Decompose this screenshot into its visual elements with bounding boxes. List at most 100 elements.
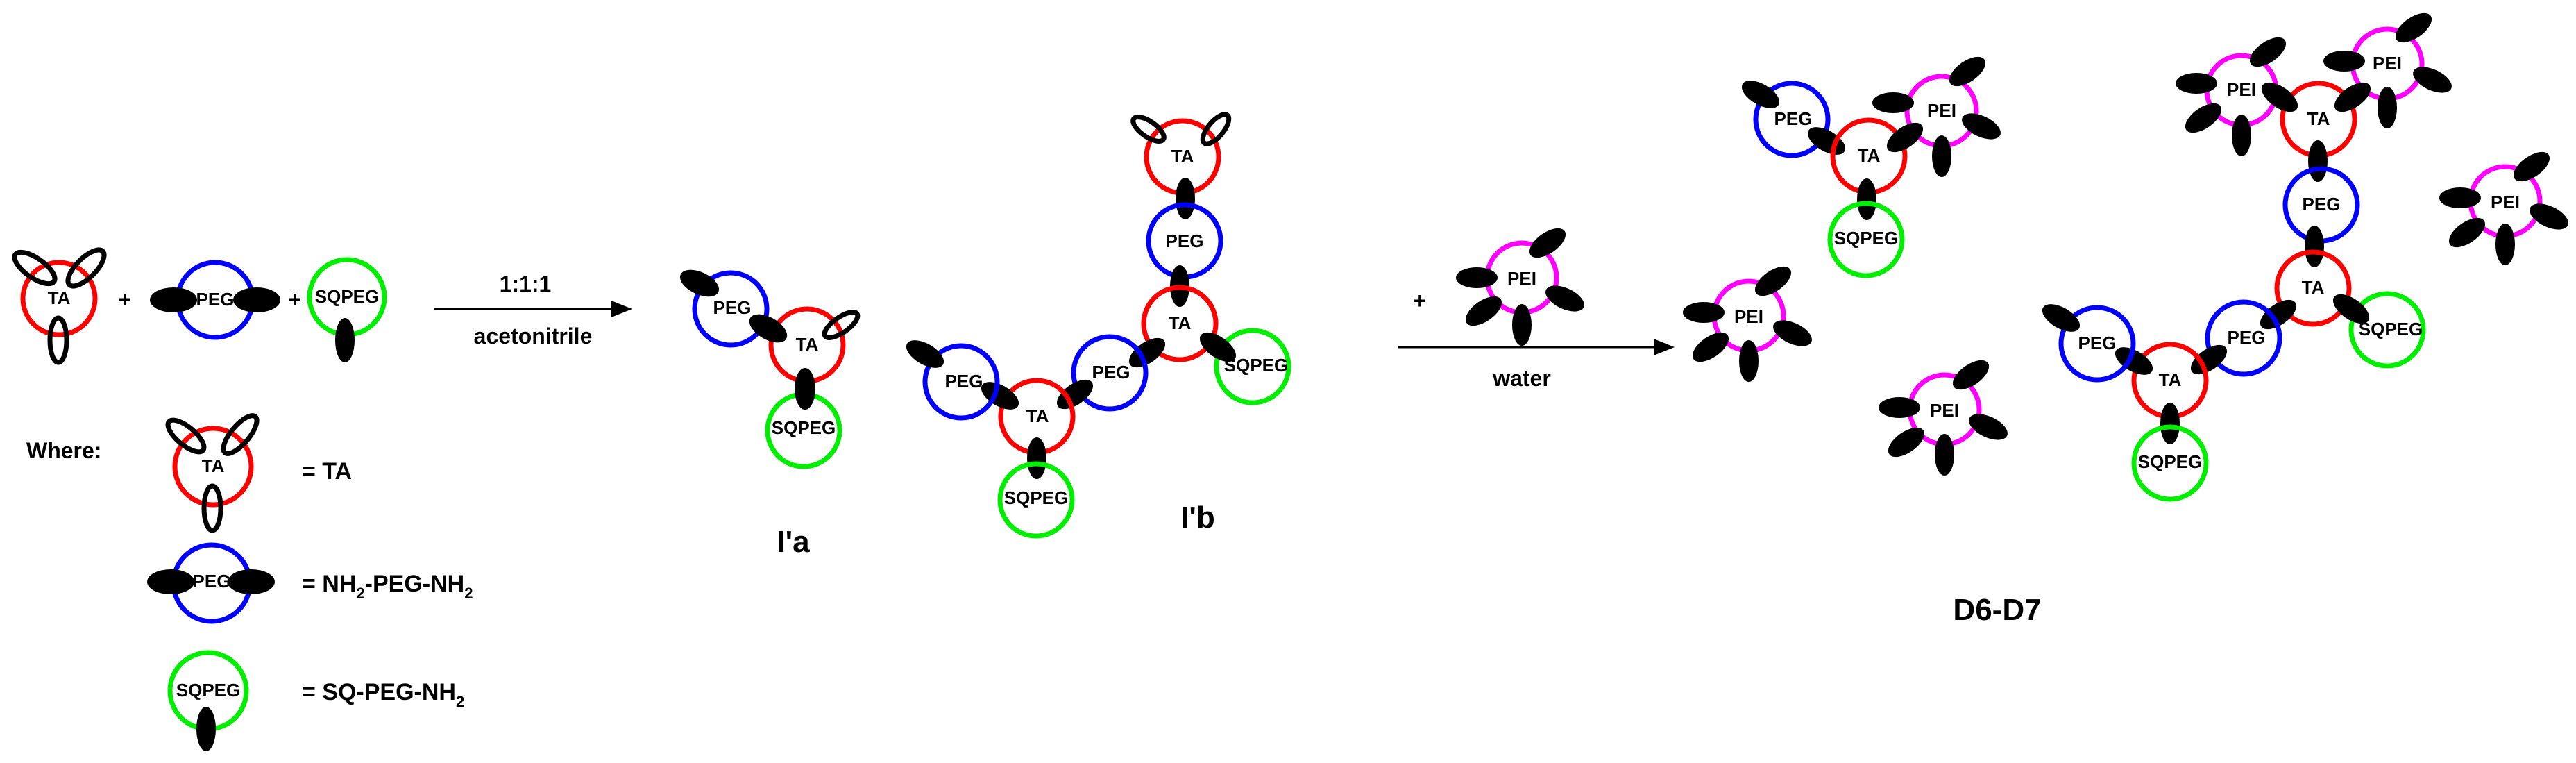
legend-sqpeg-definition: = SQ-PEG-NH2 [302, 679, 464, 710]
nh2-nub-icon [1888, 427, 1925, 458]
open-nub-icon [12, 249, 58, 287]
pei-label: PEI [1507, 268, 1536, 289]
sqpeg-label: SQPEG [1004, 487, 1068, 508]
nh2-nub-icon [1683, 302, 1725, 323]
ta-ring-icon [172, 426, 254, 508]
peg-label: PEG [1092, 362, 1130, 383]
peg-label: PEG [713, 297, 752, 318]
sqpeg-ring-icon [997, 461, 1075, 539]
nh2-nub-icon [1872, 92, 1914, 113]
nh2-nub-icon [1692, 332, 1729, 362]
open-nub-icon [1130, 115, 1167, 144]
nh2-nub-icon [228, 569, 275, 594]
peg-label: PEG [193, 571, 231, 592]
reagent-pei: PEI [1456, 228, 1584, 346]
nh2-nub-icon [150, 287, 197, 312]
link-nub-icon [2332, 294, 2370, 324]
open-nub-icon [1200, 112, 1232, 146]
open-nub-icon [165, 417, 207, 455]
nh2-nub-icon [906, 340, 944, 368]
nh2-nub-icon [2249, 37, 2287, 67]
pei-label: PEI [2373, 53, 2402, 74]
link-nub-icon [795, 368, 815, 410]
link-nub-icon [2190, 344, 2228, 375]
link-nub-icon [2308, 140, 2328, 182]
legend-ta-definition: = TA [302, 458, 352, 485]
link-nub-icon [1176, 178, 1195, 219]
ta-label: TA [796, 334, 819, 355]
nh2-nub-icon [2448, 217, 2486, 248]
peg-ring-icon [1071, 334, 1149, 412]
pei-label: PEI [1930, 400, 1959, 421]
peg-label: PEG [2303, 194, 2341, 215]
nh2-nub-icon [1969, 414, 2008, 440]
pei-label: PEI [2491, 192, 2520, 212]
link-nub-icon [1027, 437, 1046, 479]
nh2-nub-icon [2496, 224, 2515, 265]
ta-ring-icon [1141, 285, 1219, 362]
nh2-nub-icon [1949, 56, 1986, 87]
free-pei: PEI [2439, 151, 2568, 265]
nh2-nub-icon [1512, 304, 1532, 346]
peg-label: PEG [1774, 108, 1813, 129]
nh2-nub-icon [1962, 113, 2001, 140]
nh2-nub-icon [2439, 187, 2481, 208]
solvent-label: acetonitrile [474, 324, 593, 349]
pei-label: PEI [2227, 79, 2256, 100]
nh2-nub-icon [1932, 135, 1951, 177]
link-nub-icon [1857, 178, 1876, 220]
link-nub-icon [1199, 332, 1237, 362]
peg-label: PEG [945, 371, 983, 392]
nh2-nub-icon [1529, 228, 1566, 258]
nh2-nub-icon [1935, 434, 1954, 476]
plus-sign: + [1414, 288, 1427, 313]
link-nub-icon [2334, 82, 2371, 112]
product-ia-label: I'a [777, 525, 810, 559]
legend-sqpeg: SQPEG [167, 650, 249, 751]
peg-ring-icon [922, 343, 1000, 421]
link-nub-icon [2305, 226, 2324, 267]
nh2-nub-icon [1739, 340, 1759, 382]
sqpeg-ring-icon [2131, 424, 2209, 502]
peg-label: PEG [2228, 327, 2266, 348]
product-ib: TA PEG TA SQPEG PEG TA PEG SQPEG [906, 112, 1291, 539]
nh2-nub-icon [1754, 266, 1792, 296]
legend-title: Where: [26, 438, 101, 463]
sqpeg-label: SQPEG [1224, 355, 1288, 376]
nh2-nub-icon [2323, 51, 2365, 72]
ta-label: TA [1169, 312, 1192, 333]
sqpeg-label: SQPEG [772, 417, 836, 438]
peg-label: PEG [1166, 230, 1204, 251]
peg-ring-icon [1753, 81, 1831, 158]
link-nub-icon [981, 382, 1019, 410]
sqpeg-label: SQPEG [315, 286, 379, 307]
pei-label: PEI [1927, 100, 1956, 121]
open-nub-icon [822, 310, 861, 340]
nh2-nub-icon [2232, 115, 2251, 156]
link-nub-icon [2260, 299, 2297, 330]
link-nub-icon [1056, 379, 1094, 410]
ta-label: TA [2302, 277, 2325, 298]
legend-peg: PEG [147, 542, 275, 624]
nh2-nub-icon [1879, 397, 1920, 418]
sqpeg-label: SQPEG [1834, 228, 1898, 249]
product-ib-label: I'b [1180, 501, 1215, 535]
plus-sign: + [289, 287, 302, 312]
link-nub-icon [1128, 337, 1166, 368]
nh2-nub-icon [1773, 320, 1812, 346]
legend-peg-definition: = NH2-PEG-NH2 [302, 571, 473, 602]
conjugate-large: PEI PEI TA PEG TA SQPEG PEG TA PEG SQPEG [2042, 12, 2452, 502]
nh2-nub-icon [196, 707, 216, 751]
open-nub-icon [47, 315, 69, 365]
ta-label: TA [1026, 405, 1049, 426]
nh2-nub-icon [2378, 87, 2397, 128]
open-nub-icon [221, 413, 260, 456]
sqpeg-label: SQPEG [176, 680, 240, 701]
sqpeg-label: SQPEG [2359, 319, 2423, 339]
link-nub-icon [2115, 347, 2153, 375]
ta-label: TA [1858, 145, 1881, 166]
nh2-nub-icon [2413, 67, 2452, 93]
nh2-nub-icon [233, 287, 280, 312]
plus-sign: + [119, 287, 132, 312]
open-nub-icon [201, 483, 223, 533]
